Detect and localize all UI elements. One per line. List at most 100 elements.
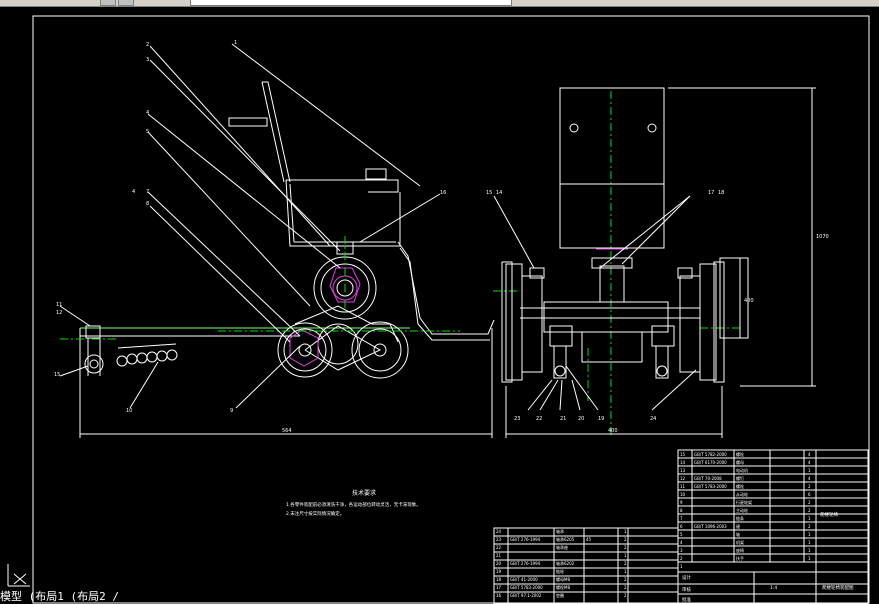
balloon-label: 7 [146,189,149,195]
parts-list-cell: 轴承座 [556,544,568,550]
parts-list-cell: GB/T 5783-2000 [694,484,727,489]
parts-list-cell: GB/T 276-1994 [510,561,541,566]
parts-list-cell: 8 [680,508,683,513]
balloon-label: 5 [146,129,149,135]
title-block-text: 爬楼轮椅 1:4 爬楼轮椅装配图 设计 审核 批准 [682,511,854,603]
parts-list-cell: 12 [680,476,686,481]
parts-list-cell: 22 [496,545,502,550]
balloon-label: 14 [496,190,502,196]
parts-list-cell: 1 [624,569,627,574]
balloon-label: 17 [708,190,714,196]
parts-list-cell: 1 [624,553,627,558]
balloon-label: 22 [536,416,542,422]
leader-lines [59,43,441,409]
tech-notes-line: 2.未注尺寸按实际情况确定。 [286,510,344,517]
technical-notes: 技术要求 1.各零件装配前必须清洗干净，各运动部位转动灵活，无卡滞现象。 2.未… [286,489,421,517]
parts-list-cell: 1 [808,548,811,553]
parts-list-cell: 4 [808,460,811,465]
parts-list-cell: 5 [680,532,683,537]
parts-list-cell: 6 [680,524,683,529]
dimension-text: 400 [744,298,754,304]
parts-list-cell: 2 [624,577,627,582]
balloon-label: 9 [230,408,233,414]
balloon-label: 24 [650,416,656,422]
chain-sprocket [289,248,628,367]
parts-list-cell: 键 [736,523,740,529]
center-lines [60,91,740,436]
side-view [79,81,495,438]
parts-list-cell: 螺栓 [736,451,744,457]
parts-list-cell: 2 [624,593,627,598]
drawing-canvas[interactable]: 1 2 3 4 5 4 7 8 16 11 12 15 10 9 15 14 1… [0,6,879,604]
balloon-label: 4 [146,110,149,116]
parts-list-cell: 螺钉 [736,475,744,481]
balloon-label: 20 [578,416,584,422]
parts-list-cell: 4 [680,540,683,545]
parts-list-cell: GB/T 41-2000 [510,577,538,582]
parts-list-cell: 11 [680,484,686,489]
command-input[interactable] [190,0,512,6]
parts-list-cell: 2 [680,556,683,561]
balloon-labels: 1 2 3 4 5 4 7 8 16 11 12 15 10 9 15 14 1… [54,40,724,422]
parts-list-cell: GB/T 70-2008 [694,476,722,481]
parts-list-cell: GB/T 1096-2003 [694,524,727,529]
parts-list-cell: 1 [808,516,811,521]
parts-list-cell: 轴承6205 [556,536,575,542]
balloon-label: 10 [126,408,132,414]
parts-list-cell: 电动机 [736,467,748,473]
parts-list-cell: 15 [680,452,686,457]
dimension-text: 564 [282,428,292,434]
layout-tabs-text[interactable]: 模型 (布局1 (布局2 / [0,590,119,603]
balloon-label: 16 [440,190,446,196]
parts-list-cell: 20 [496,561,502,566]
title-approve: 批准 [682,596,691,603]
parts-list-cell: 主动轮 [736,507,748,513]
parts-list-cell: 1 [680,564,683,569]
balloon-label: 12 [56,310,62,316]
title-scale: 1:4 [770,585,777,591]
parts-list-cell: 2 [624,545,627,550]
parts-list-cell: GB/T 6170-2000 [694,460,727,465]
dimension-text: 400 [608,428,618,434]
title-drawing-name: 爬楼轮椅 [820,511,838,518]
parts-table-right [677,449,869,604]
parts-list-cell: 7 [680,516,683,521]
parts-list-cell: 从动轮 [736,491,748,497]
parts-list-cell: 4 [808,476,811,481]
balloon-label: 3 [146,57,149,63]
parts-list-cell: 机架 [736,539,744,545]
parts-list-cell: 6 [808,492,811,497]
drawing-frame [32,15,870,604]
parts-list-cell: 2 [624,537,627,542]
balloon-label: 15 [486,190,492,196]
parts-list-cell: 1 [808,556,811,561]
balloon-label: 4 [132,189,135,195]
title-school: 爬楼轮椅装配图 [822,584,854,591]
parts-list-cell: 链轮 [556,568,564,574]
tech-notes-title: 技术要求 [352,489,376,497]
title-design: 设计 [682,574,691,581]
dimension-text: 1070 [816,234,829,240]
parts-list-cell: 2 [808,484,811,489]
parts-list-cell: 17 [496,585,502,590]
parts-list-cell: 垫圈 [556,592,564,598]
dimension-texts: 564 400 1070 400 [282,234,829,434]
parts-list-cell: 扶手 [736,555,744,561]
balloon-label: 19 [598,416,604,422]
parts-list-cell: 21 [496,553,502,558]
balloon-label: 8 [146,201,149,207]
parts-list-cell: 16 [496,593,502,598]
parts-list-cell: 2 [624,561,627,566]
parts-list-cell: 9 [680,500,683,505]
balloon-label: 21 [560,416,566,422]
balloon-label: 15 [54,372,60,378]
toolbar-button[interactable] [100,0,116,6]
parts-list-cell: 18 [496,577,502,582]
parts-list-cell: 轴承 [556,528,564,534]
toolbar-strip [0,0,879,7]
parts-list-cell: 螺栓 [736,483,744,489]
toolbar-button[interactable] [118,0,134,6]
parts-list-cell: 链条 [736,515,744,521]
parts-list-cell: 2 [808,524,811,529]
